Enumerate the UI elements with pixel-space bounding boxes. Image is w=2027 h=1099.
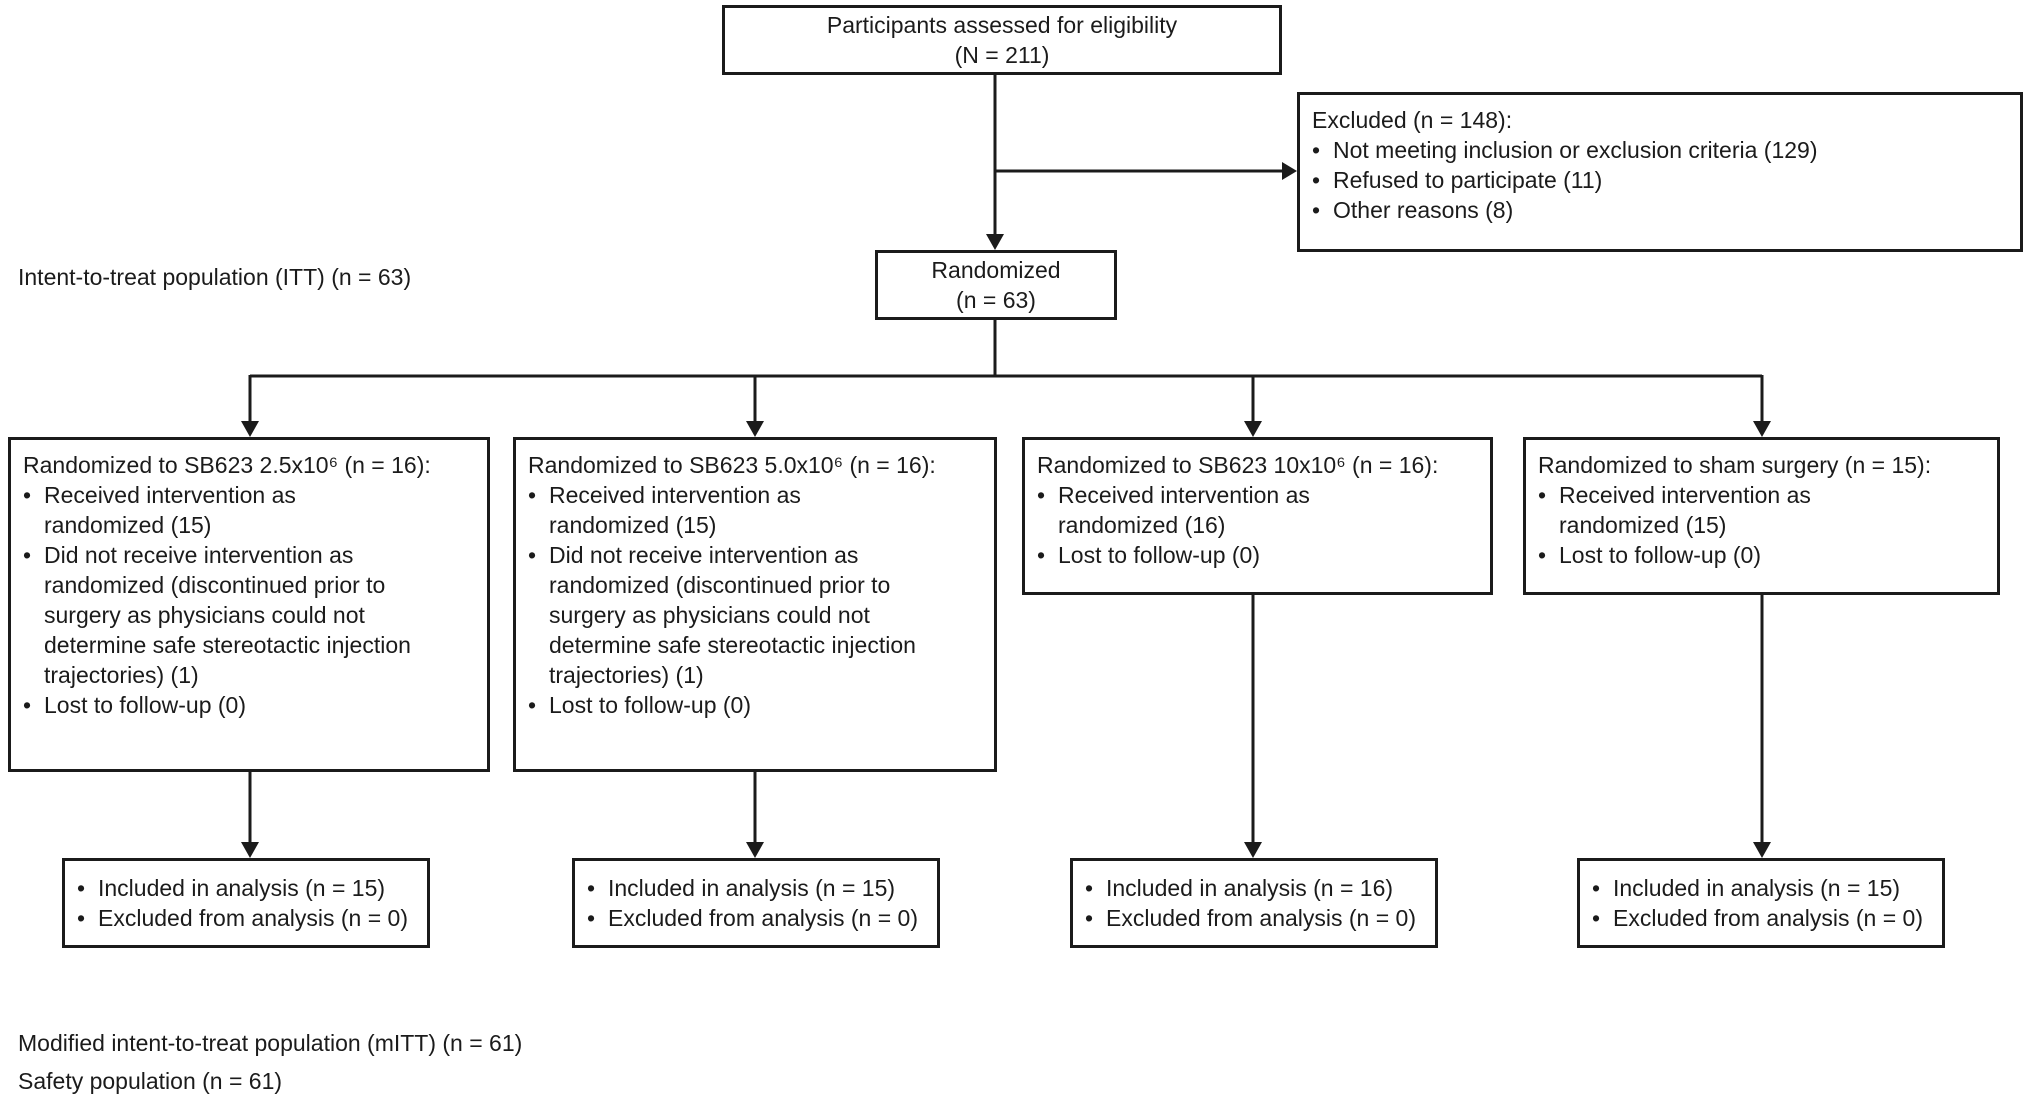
bullet-icon: • bbox=[1538, 542, 1547, 568]
bullet-icon: • bbox=[1312, 137, 1321, 163]
arm-item: • Received intervention as randomized (1… bbox=[23, 482, 296, 538]
eligibility-text: Participants assessed for eligibility (N… bbox=[826, 12, 1178, 68]
bullet-icon: • bbox=[1037, 482, 1046, 508]
analysis-box-4: • Included in analysis (n = 15) • Exclud… bbox=[1577, 858, 1945, 948]
randomized-box: Randomized (n = 63) bbox=[875, 250, 1117, 320]
analysis-item: • Excluded from analysis (n = 0) bbox=[77, 905, 408, 931]
analysis-items: • Included in analysis (n = 16) • Exclud… bbox=[1085, 873, 1416, 933]
bullet-icon: • bbox=[77, 905, 86, 931]
bullet-icon: • bbox=[1312, 167, 1321, 193]
arm-items: • Received intervention as randomized (1… bbox=[1538, 480, 1985, 570]
randomized-text: Randomized (n = 63) bbox=[931, 257, 1061, 313]
excluded-box: Excluded (n = 148): • Not meeting inclus… bbox=[1297, 92, 2023, 252]
arm-items: • Received intervention as randomized (1… bbox=[1037, 480, 1478, 570]
analysis-items: • Included in analysis (n = 15) • Exclud… bbox=[77, 873, 408, 933]
bullet-icon: • bbox=[23, 542, 32, 568]
arm-item: • Did not receive intervention as random… bbox=[528, 542, 916, 688]
arm-item: • Received intervention as randomized (1… bbox=[1037, 482, 1310, 538]
bullet-icon: • bbox=[1085, 875, 1094, 901]
arm-item: • Lost to follow-up (0) bbox=[1037, 542, 1260, 568]
arm-item: • Did not receive intervention as random… bbox=[23, 542, 411, 688]
bullet-icon: • bbox=[23, 692, 32, 718]
analysis-box-1: • Included in analysis (n = 15) • Exclud… bbox=[62, 858, 430, 948]
arm-box-sham-surgery: Randomized to sham surgery (n = 15): • R… bbox=[1523, 437, 2000, 595]
mitt-population-label: Modified intent-to-treat population (mIT… bbox=[18, 1030, 523, 1056]
bullet-icon: • bbox=[1037, 542, 1046, 568]
arm-title: Randomized to SB623 2.5x10⁶ (n = 16): bbox=[23, 452, 431, 478]
bullet-icon: • bbox=[528, 542, 537, 568]
bullet-icon: • bbox=[23, 482, 32, 508]
bullet-icon: • bbox=[77, 875, 86, 901]
analysis-item: • Excluded from analysis (n = 0) bbox=[587, 905, 918, 931]
arm-item: • Lost to follow-up (0) bbox=[1538, 542, 1761, 568]
safety-population-label: Safety population (n = 61) bbox=[18, 1068, 283, 1094]
bullet-icon: • bbox=[1538, 482, 1547, 508]
excluded-item: • Not meeting inclusion or exclusion cri… bbox=[1312, 137, 1818, 163]
analysis-item: • Excluded from analysis (n = 0) bbox=[1592, 905, 1923, 931]
eligibility-box: Participants assessed for eligibility (N… bbox=[722, 5, 1282, 75]
analysis-item: • Included in analysis (n = 15) bbox=[587, 875, 896, 901]
arm-item: • Lost to follow-up (0) bbox=[23, 692, 246, 718]
arm-box-sb623-5-0: Randomized to SB623 5.0x10⁶ (n = 16): • … bbox=[513, 437, 997, 772]
bullet-icon: • bbox=[528, 692, 537, 718]
analysis-box-2: • Included in analysis (n = 15) • Exclud… bbox=[572, 858, 940, 948]
arm-item: • Received intervention as randomized (1… bbox=[528, 482, 801, 538]
itt-population-label: Intent-to-treat population (ITT) (n = 63… bbox=[18, 264, 412, 290]
analysis-items: • Included in analysis (n = 15) • Exclud… bbox=[587, 873, 918, 933]
bullet-icon: • bbox=[587, 905, 596, 931]
analysis-box-3: • Included in analysis (n = 16) • Exclud… bbox=[1070, 858, 1438, 948]
arm-box-sb623-10: Randomized to SB623 10x10⁶ (n = 16): • R… bbox=[1022, 437, 1493, 595]
analysis-item: • Included in analysis (n = 15) bbox=[1592, 875, 1901, 901]
analysis-item: • Excluded from analysis (n = 0) bbox=[1085, 905, 1416, 931]
arm-item: • Lost to follow-up (0) bbox=[528, 692, 751, 718]
bullet-icon: • bbox=[1312, 197, 1321, 223]
arm-items: • Received intervention as randomized (1… bbox=[23, 480, 475, 720]
excluded-items: • Not meeting inclusion or exclusion cri… bbox=[1312, 135, 2008, 225]
bullet-icon: • bbox=[528, 482, 537, 508]
arm-title: Randomized to SB623 10x10⁶ (n = 16): bbox=[1037, 452, 1439, 478]
analysis-item: • Included in analysis (n = 15) bbox=[77, 875, 386, 901]
arm-item: • Received intervention as randomized (1… bbox=[1538, 482, 1811, 538]
bullet-icon: • bbox=[1592, 875, 1601, 901]
analysis-item: • Included in analysis (n = 16) bbox=[1085, 875, 1394, 901]
bullet-icon: • bbox=[1592, 905, 1601, 931]
bullet-icon: • bbox=[587, 875, 596, 901]
bullet-icon: • bbox=[1085, 905, 1094, 931]
arm-box-sb623-2-5: Randomized to SB623 2.5x10⁶ (n = 16): • … bbox=[8, 437, 490, 772]
analysis-items: • Included in analysis (n = 15) • Exclud… bbox=[1592, 873, 1923, 933]
arm-title: Randomized to SB623 5.0x10⁶ (n = 16): bbox=[528, 452, 936, 478]
excluded-item: • Other reasons (8) bbox=[1312, 197, 1514, 223]
excluded-item: • Refused to participate (11) bbox=[1312, 167, 1603, 193]
arm-items: • Received intervention as randomized (1… bbox=[528, 480, 982, 720]
excluded-title: Excluded (n = 148): bbox=[1312, 107, 1513, 133]
arm-title: Randomized to sham surgery (n = 15): bbox=[1538, 452, 1932, 478]
